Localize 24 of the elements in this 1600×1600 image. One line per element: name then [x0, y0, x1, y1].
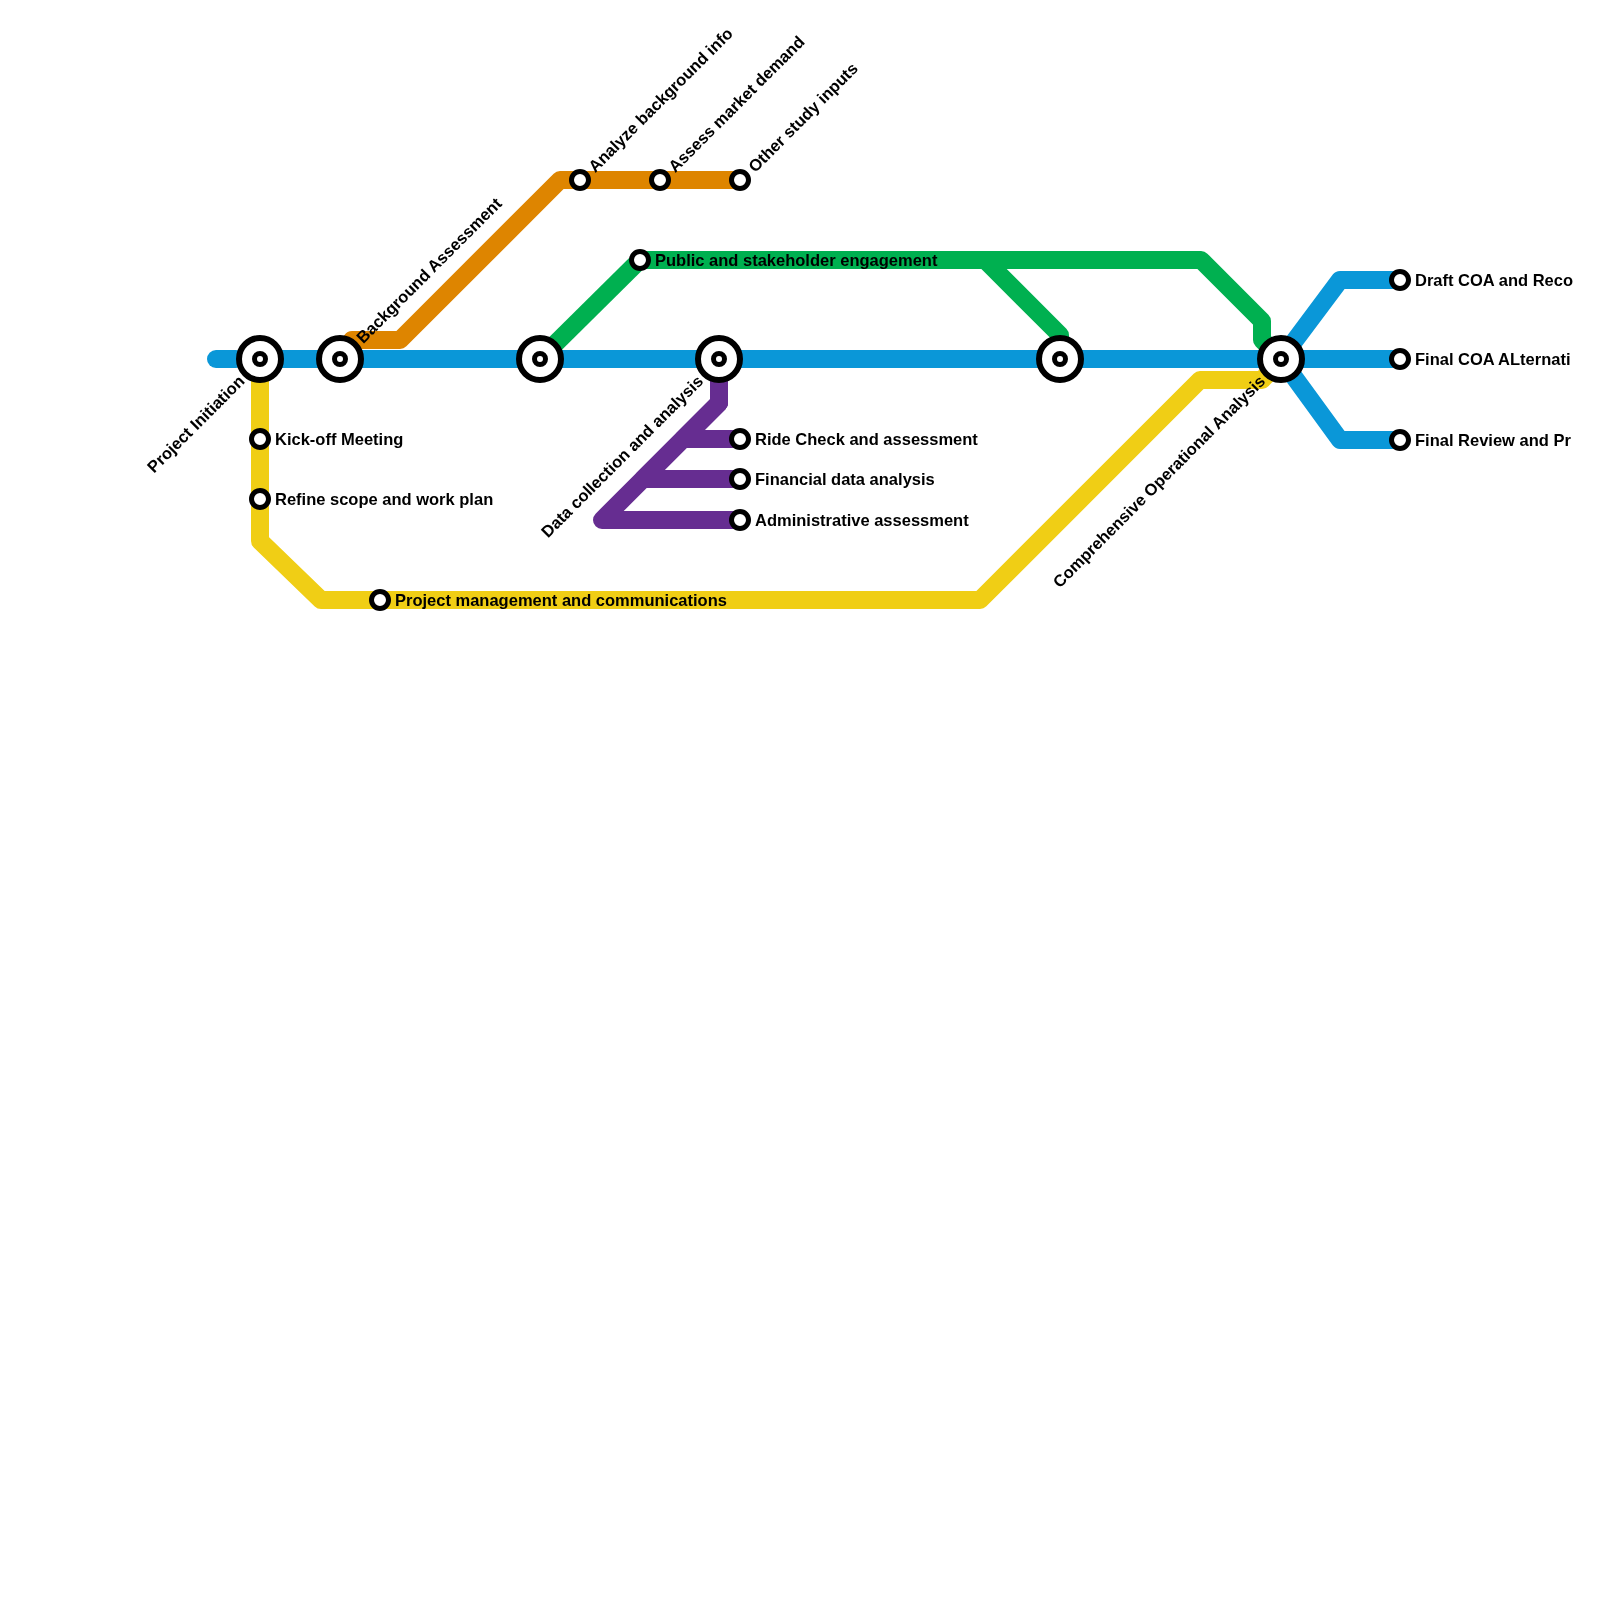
metro-line	[548, 257, 643, 351]
metro-line	[586, 171, 654, 189]
metro-line	[666, 171, 734, 189]
station-label: Public and stakeholder engagement	[655, 250, 938, 270]
station-label: Financial data analysis	[755, 469, 935, 489]
metro-line	[251, 445, 269, 493]
metro-line	[361, 350, 519, 368]
metro-line	[343, 171, 574, 350]
station-label: Final COA ALternati	[1415, 349, 1571, 369]
metro-line	[251, 505, 374, 609]
metro-line	[1302, 350, 1394, 368]
metro-line	[251, 380, 269, 433]
station-label: Kick-off Meeting	[275, 429, 404, 449]
station-label: Project management and communications	[395, 590, 727, 610]
metro-line	[386, 367, 1272, 609]
station-label: Draft COA and Reco	[1415, 270, 1573, 290]
station-label: Refine scope and work plan	[275, 489, 494, 509]
station-label: Administrative assessment	[755, 510, 969, 530]
metro-line	[1081, 350, 1260, 368]
metro-line	[561, 350, 698, 368]
station-label: Final Review and Pr	[1415, 430, 1571, 450]
station-label: Ride Check and assessment	[755, 429, 978, 449]
metro-line	[281, 350, 319, 368]
metro-line	[740, 350, 1039, 368]
